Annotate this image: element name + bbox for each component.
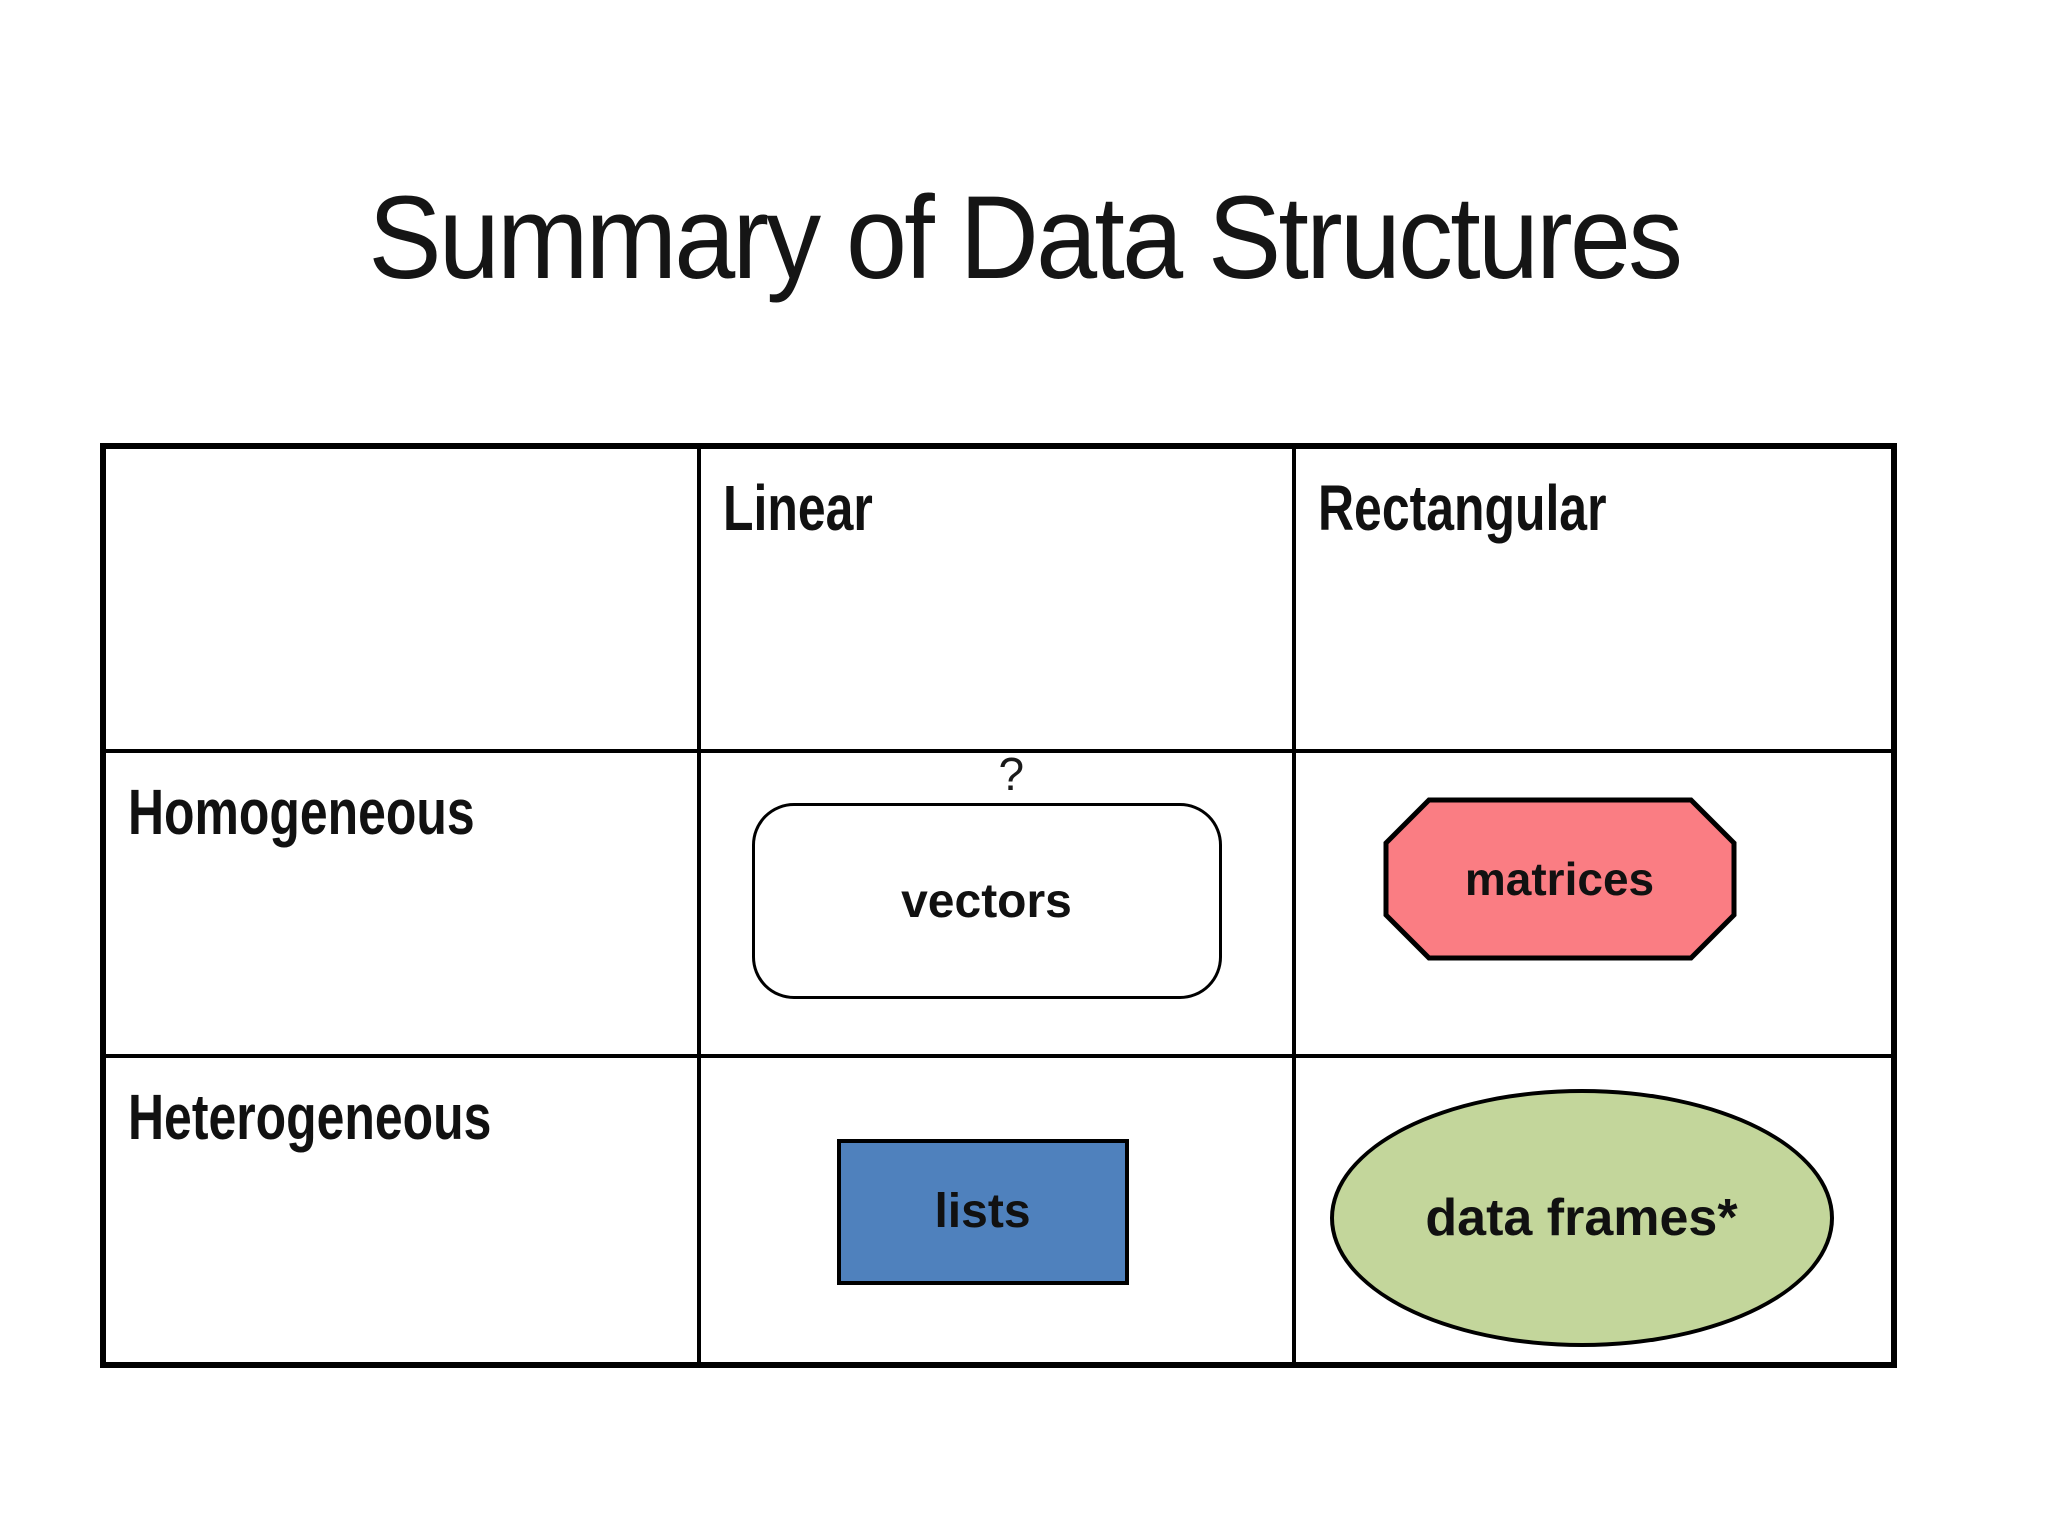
col-header-rectangular: Rectangular <box>1296 449 1891 754</box>
cell-heterogeneous-linear: lists <box>701 1057 1296 1362</box>
row-header-heterogeneous-label: Heterogeneous <box>128 1080 492 1153</box>
octagon-outline <box>1383 797 1736 961</box>
row-header-heterogeneous: Heterogeneous <box>106 1057 701 1362</box>
vectors-shape: vectors <box>751 803 1222 1000</box>
matrices-label: matrices <box>1464 853 1655 906</box>
matrices-shape: matrices <box>1383 797 1737 961</box>
cell-homogeneous-rectangular: matrices <box>1296 753 1891 1058</box>
lists-label: lists <box>934 1185 1031 1239</box>
cell-heterogeneous-rectangular: data frames* <box>1296 1058 1891 1362</box>
slide-title: Summary of Data Structures <box>0 170 2048 306</box>
slide-title-text: Summary of Data Structures <box>368 172 1683 304</box>
col-header-linear-label: Linear <box>723 472 873 544</box>
row-header-homogeneous-label: Homogeneous <box>128 776 475 849</box>
col-header-rectangular-label: Rectangular <box>1318 472 1607 544</box>
col-header-linear: Linear <box>701 449 1296 754</box>
data-structures-table: Linear Rectangular Homogeneous ? vectors… <box>100 443 1897 1368</box>
question-mark-annotation: ? <box>998 748 1025 801</box>
data-frames-shape: data frames* <box>1329 1088 1834 1347</box>
cell-homogeneous-linear: ? vectors <box>701 748 1296 1058</box>
data-frames-label: data frames* <box>1425 1188 1738 1247</box>
corner-cell <box>106 449 701 754</box>
vectors-label: vectors <box>901 874 1072 928</box>
row-header-homogeneous: Homogeneous <box>106 753 701 1058</box>
lists-shape: lists <box>836 1138 1129 1285</box>
